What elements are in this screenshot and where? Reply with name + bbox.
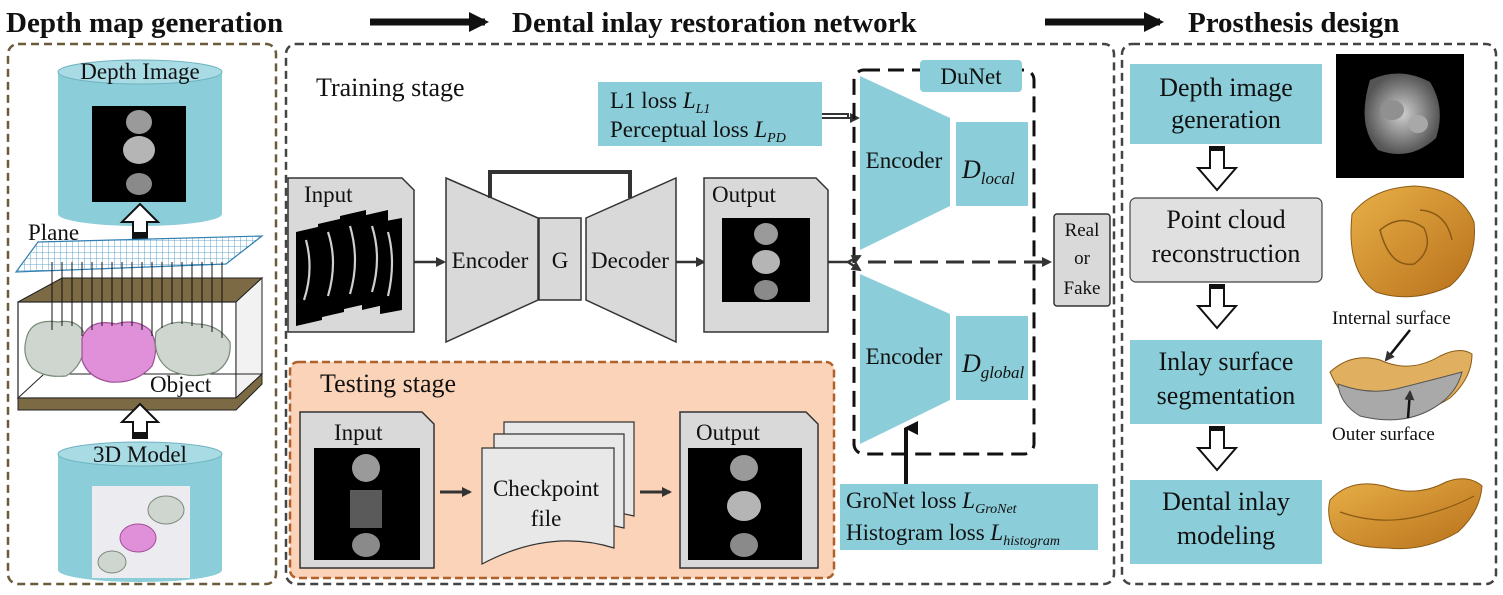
dunet-label: DuNet — [940, 64, 1002, 89]
header-restoration-network: Dental inlay restoration network — [512, 7, 917, 39]
svg-text:Perceptual loss LPD: Perceptual loss LPD — [610, 117, 786, 146]
header-prosthesis-design: Prosthesis design — [1188, 7, 1399, 39]
step1-line1: Depth image — [1159, 73, 1293, 102]
internal-surface-arrow — [1384, 329, 1411, 362]
real-label: Real — [1065, 220, 1100, 241]
step-point-cloud-reconstruction — [1129, 197, 1323, 283]
arrow-output-to-global — [847, 260, 862, 272]
train-input-doc — [287, 177, 415, 333]
test-output-doc — [679, 411, 819, 569]
object-box — [16, 262, 264, 411]
header-depth-map: Depth map generation — [6, 7, 283, 39]
or-label: or — [1074, 248, 1091, 269]
gen-encoder-label: Encoder — [452, 248, 529, 273]
middle-panel-border — [284, 42, 1116, 586]
depth-image-label: Depth Image — [80, 59, 199, 84]
inlay-model-image — [1328, 478, 1483, 550]
step3-line2: segmentation — [1157, 381, 1296, 410]
discriminator-global — [860, 274, 1028, 444]
svg-text:Histogram loss Lhistogram: Histogram loss Lhistogram — [846, 520, 1060, 549]
step-inlay-surface-segmentation — [1130, 340, 1322, 424]
testing-stage-label: Testing stage — [320, 369, 456, 398]
train-input-label: Input — [304, 182, 353, 207]
model-3d-label: 3D Model — [93, 442, 187, 467]
gen-decoder-label: Decoder — [591, 248, 669, 273]
step2-line1: Point cloud — [1166, 205, 1285, 234]
outer-surface-arrow — [1404, 390, 1415, 419]
gen-g-label: G — [552, 248, 569, 273]
d-global-label: Dglobal — [961, 349, 1025, 382]
real-fake-box — [1053, 213, 1111, 307]
discriminator-local — [860, 76, 1028, 250]
object-label: Object — [150, 372, 212, 397]
down-arrow-2 — [1195, 284, 1239, 330]
up-arrow-from-model — [119, 402, 161, 439]
dunet-tag — [920, 60, 1022, 92]
disc-encoder-top-label: Encoder — [866, 148, 943, 173]
train-output-doc — [703, 177, 829, 333]
train-output-label: Output — [712, 182, 777, 207]
generator — [445, 170, 677, 344]
svg-text:GroNet loss LGroNet: GroNet loss LGroNet — [846, 488, 1018, 517]
d-local-label: Dlocal — [961, 155, 1015, 188]
left-panel-border — [6, 42, 278, 586]
internal-surface-label: Internal surface — [1332, 308, 1451, 329]
step1-line2: generation — [1171, 105, 1281, 134]
step-depth-image-generation — [1130, 64, 1322, 144]
checkpoint-label-line2: file — [531, 506, 562, 531]
plane-label: Plane — [28, 220, 79, 245]
point-cloud-image — [1350, 185, 1475, 298]
test-output-label: Output — [696, 420, 761, 445]
outer-surface-label: Outer surface — [1332, 424, 1435, 445]
loss-box-top: L1 loss LL1 Perceptual loss LPD — [598, 82, 822, 146]
step4-line1: Dental inlay — [1162, 487, 1290, 516]
depth-image-thumbnail — [1336, 54, 1464, 178]
depth-image-cylinder — [57, 59, 223, 226]
step-dental-inlay-modeling — [1130, 480, 1322, 564]
projection-plane — [14, 235, 264, 273]
loss-box-bottom: GroNet loss LGroNet Histogram loss Lhist… — [840, 484, 1098, 550]
step2-line2: reconstruction — [1152, 239, 1301, 268]
right-panel-border — [1120, 42, 1498, 586]
checkpoint-label-line1: Checkpoint — [493, 476, 600, 501]
step3-line1: Inlay surface — [1159, 347, 1294, 376]
training-stage-label: Training stage — [316, 73, 465, 102]
fake-label: Fake — [1064, 278, 1101, 299]
step4-line2: modeling — [1177, 521, 1275, 550]
up-arrow-to-depth — [119, 202, 161, 239]
down-arrow-1 — [1195, 146, 1239, 192]
checkpoint-file — [481, 421, 635, 565]
test-input-label: Input — [334, 420, 383, 445]
test-input-doc — [299, 411, 435, 569]
svg-text:L1 loss LL1: L1 loss LL1 — [610, 88, 710, 117]
down-arrow-3 — [1195, 426, 1239, 472]
segmentation-image — [1329, 350, 1473, 421]
model-3d-cylinder — [57, 441, 223, 582]
disc-encoder-bottom-label: Encoder — [866, 344, 943, 369]
